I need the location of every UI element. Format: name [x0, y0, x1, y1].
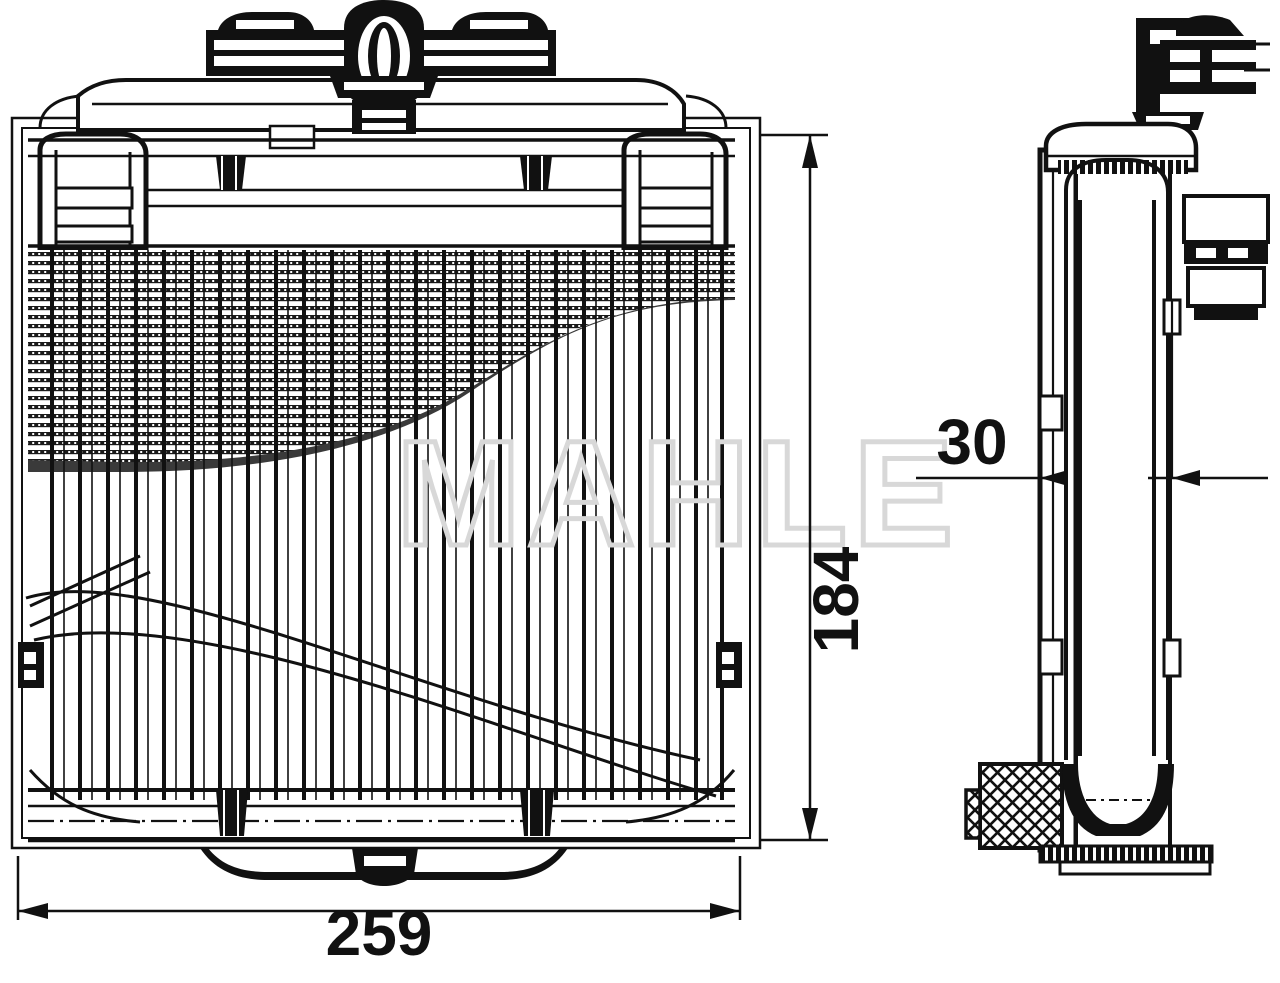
dimension-label-depth: 30 — [936, 406, 1007, 478]
side-view — [964, 15, 1270, 876]
core-matrix: MAHLE — [28, 250, 959, 800]
dimension-label-width: 259 — [326, 897, 433, 969]
core-diagonal-guides — [25, 554, 717, 798]
side-step-features — [1038, 298, 1182, 678]
dimension-184: 184 — [760, 133, 872, 842]
mahle-watermark: MAHLE — [396, 409, 959, 577]
side-top-flange — [1132, 15, 1256, 130]
right-end-tank — [621, 131, 729, 253]
core-tubes — [50, 250, 724, 800]
side-mid-port — [1182, 194, 1270, 320]
front-view: MAHLE — [10, 0, 959, 886]
left-end-tank — [37, 131, 149, 253]
side-bottom-section — [964, 762, 1214, 876]
top-filler-neck-assembly — [206, 0, 556, 134]
dimension-30: 30 — [916, 300, 1268, 486]
side-upper-cap — [1043, 121, 1199, 174]
dimension-label-height: 184 — [800, 546, 872, 653]
side-mounting-brackets — [18, 642, 742, 688]
dimension-259: 259 — [16, 856, 742, 969]
lower-corner-sweeps — [28, 769, 736, 824]
housing-corner-profile — [38, 94, 728, 129]
bottom-tank — [28, 788, 735, 886]
top-locating-tabs — [216, 156, 552, 190]
side-top-stub — [1244, 42, 1270, 72]
side-body-slab — [1037, 147, 1172, 853]
